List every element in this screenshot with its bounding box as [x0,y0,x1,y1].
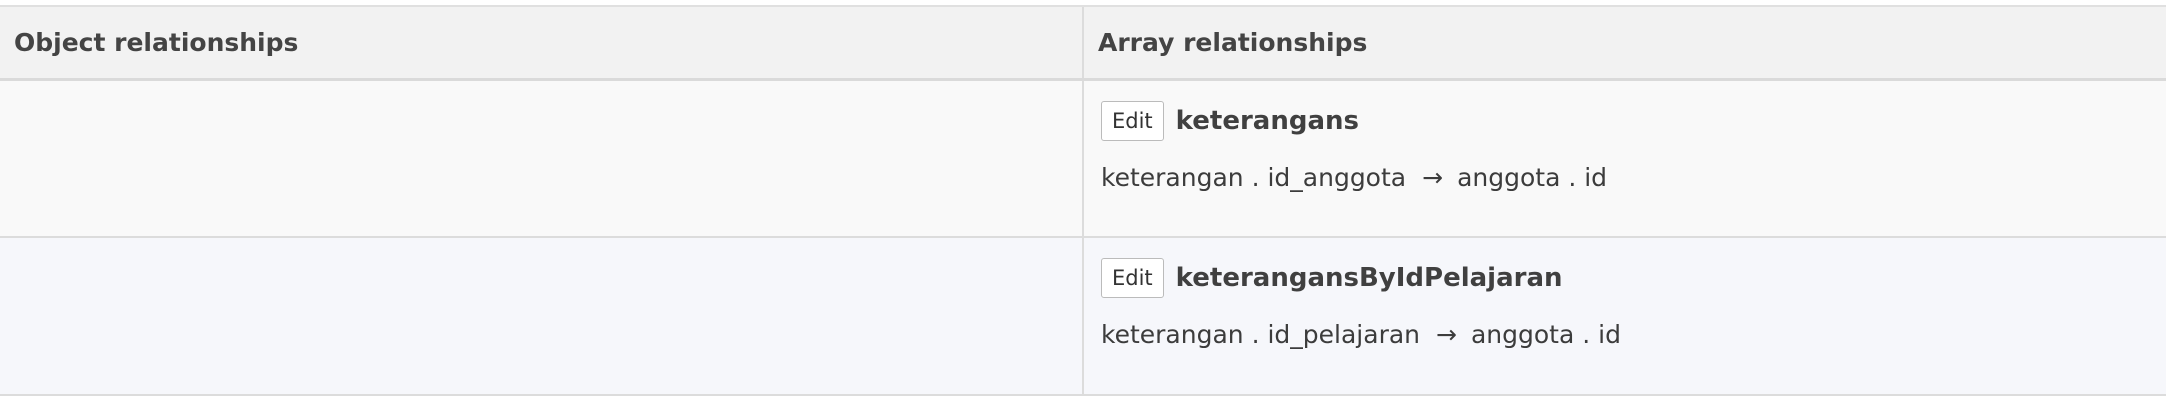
table-row: Edit keterangansByIdPelajaran keterangan… [0,237,2166,396]
object-relationship-cell [0,237,1083,396]
mapping-target: anggota . id [1457,162,1608,192]
relationship-mapping: keterangan . id_anggota → anggota . id [1101,163,2166,192]
relationship-name: keterangansByIdPelajaran [1175,263,1563,293]
table-row: Edit keterangans keterangan . id_anggota… [0,79,2166,238]
relationship-header: Edit keterangansByIdPelajaran [1101,257,2166,299]
table-header-row: Object relationships Array relationships [0,5,2166,81]
array-relationship-cell: Edit keterangansByIdPelajaran keterangan… [1082,237,2166,396]
edit-button[interactable]: Edit [1101,100,1164,141]
relationship-header: Edit keterangans [1101,100,2166,142]
array-relationships-header: Array relationships [1082,5,2166,81]
right-arrow-icon: → [1436,320,1457,349]
object-relationship-cell [0,79,1083,238]
relationships-table: Object relationships Array relationships… [0,5,2166,396]
object-relationships-header: Object relationships [0,5,1083,81]
mapping-source: keterangan . id_pelajaran [1101,320,1421,349]
mapping-source: keterangan . id_anggota [1101,162,1407,192]
right-arrow-icon: → [1422,162,1444,192]
array-relationship-cell: Edit keterangans keterangan . id_anggota… [1082,79,2166,238]
edit-button[interactable]: Edit [1101,258,1164,298]
relationship-name: keterangans [1175,105,1359,136]
mapping-target: anggota . id [1470,320,1621,349]
relationship-mapping: keterangan . id_pelajaran → anggota . id [1101,320,2166,349]
